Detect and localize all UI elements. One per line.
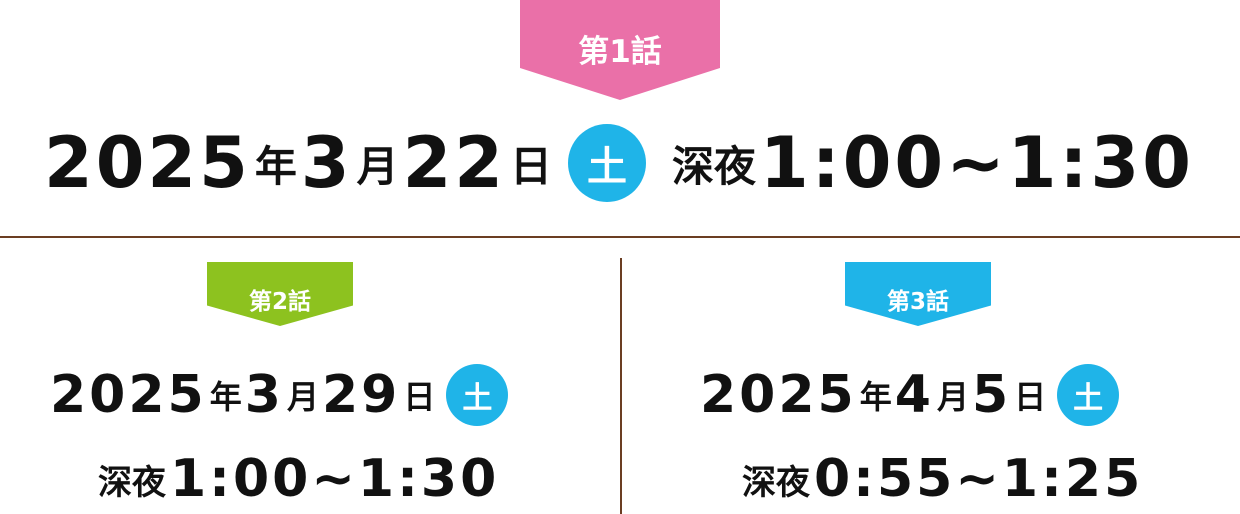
episode-3-tag: 第3話 <box>845 262 991 326</box>
day-unit: 日 <box>403 378 436 416</box>
month-unit: 月 <box>356 141 399 191</box>
horizontal-divider <box>0 236 1240 238</box>
weekday-badge: 土 <box>1057 364 1120 426</box>
weekday-badge: 土 <box>568 124 647 202</box>
month-unit: 月 <box>286 378 319 416</box>
episode-3-month: 4 <box>894 365 934 425</box>
episode-2-tag: 第2話 <box>207 262 353 326</box>
episode-1-time-prefix: 深夜 <box>672 141 757 191</box>
episode-2-time-prefix: 深夜 <box>98 462 166 503</box>
day-unit: 日 <box>1014 378 1047 416</box>
weekday-badge: 土 <box>446 364 509 426</box>
episode-1-year: 2025 <box>44 122 251 204</box>
episode-1-time: 1:00~1:30 <box>760 122 1194 204</box>
episode-3-day: 5 <box>971 365 1012 425</box>
episode-3-time: 0:55~1:25 <box>814 449 1144 509</box>
episode-1-tag: 第1話 <box>520 0 720 100</box>
year-unit: 年 <box>254 141 297 191</box>
episode-3-airtime: 深夜 0:55~1:25 <box>742 446 1143 512</box>
episode-1-day: 22 <box>402 122 506 204</box>
episode-1-month: 3 <box>300 122 353 204</box>
day-unit: 日 <box>510 141 553 191</box>
episode-2-airdate: 2025 年 3 月 29 日 土 <box>50 360 509 430</box>
episode-2-month: 3 <box>244 365 284 425</box>
episode-2-time: 1:00~1:30 <box>170 449 500 509</box>
month-unit: 月 <box>936 378 969 416</box>
year-unit: 年 <box>859 378 892 416</box>
episode-3-year: 2025 <box>700 365 857 425</box>
episode-1-airdate: 2025 年 3 月 22 日 土 深夜 1:00~1:30 <box>44 118 1194 208</box>
episode-2-day: 29 <box>321 365 401 425</box>
year-unit: 年 <box>209 378 242 416</box>
episode-3-time-prefix: 深夜 <box>742 462 810 503</box>
vertical-divider <box>620 258 622 514</box>
episode-3-airdate: 2025 年 4 月 5 日 土 <box>700 360 1120 430</box>
episode-2-airtime: 深夜 1:00~1:30 <box>98 446 499 512</box>
episode-2-year: 2025 <box>50 365 207 425</box>
